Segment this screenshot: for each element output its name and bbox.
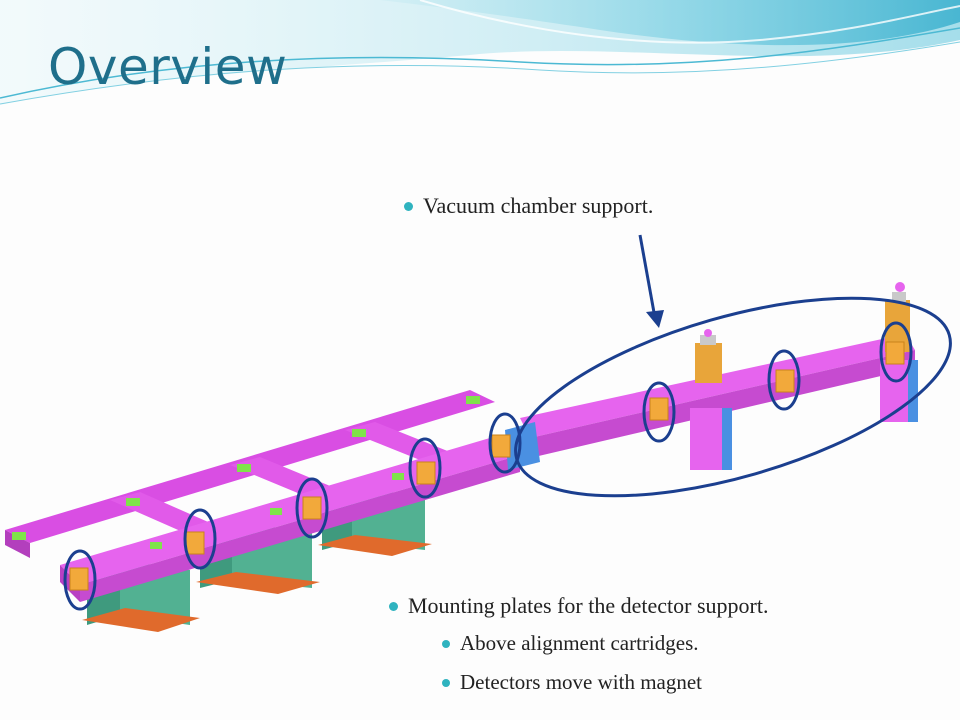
vacuum-chamber-callout-ellipse: [514, 296, 952, 498]
header-wave-decoration: [0, 0, 960, 105]
bullet-text: Detectors move with magnet: [460, 670, 703, 694]
front-frame-rail: [60, 435, 520, 585]
slide-title: Overview: [48, 38, 288, 96]
bullet-vacuum-chamber: Vacuum chamber support.: [404, 193, 653, 219]
bullet-mounting-plates: Mounting plates for the detector support…: [389, 593, 768, 619]
bullet-dot: [442, 678, 450, 687]
callout-arrow-head: [646, 310, 664, 328]
cad-support-structure-illustration: [5, 234, 952, 632]
callout-arrow-shaft: [638, 234, 657, 319]
bullet-dot: [442, 639, 450, 648]
plate-callout-circles: [63, 321, 913, 611]
bullet-text: Vacuum chamber support.: [423, 193, 654, 218]
vacuum-chamber-beam: [520, 334, 915, 438]
mounting-plates: [69, 341, 905, 591]
vacuum-chamber-posts: [690, 282, 918, 470]
bullet-dot: [404, 201, 413, 211]
bullet-dot: [389, 601, 398, 611]
bullet-text: Above alignment cartridges.: [460, 631, 699, 655]
sub-bullet-detectors-move: Detectors move with magnet: [442, 670, 702, 695]
bullet-text: Mounting plates for the detector support…: [408, 593, 769, 618]
sub-bullet-alignment-cartridges: Above alignment cartridges.: [442, 631, 699, 656]
green-brackets: [12, 396, 480, 549]
